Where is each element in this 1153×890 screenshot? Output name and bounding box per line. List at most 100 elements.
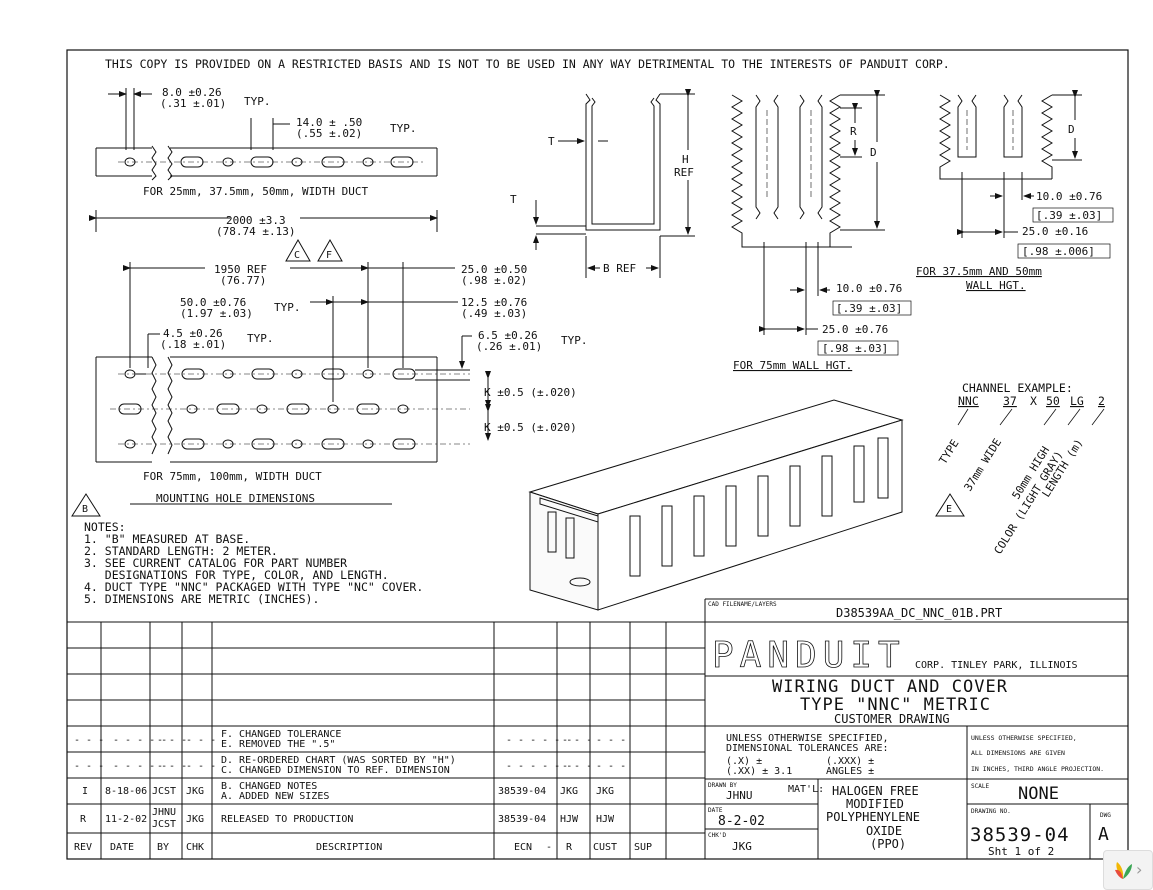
dim-45-typ: TYP. [247, 332, 274, 345]
svg-text:LG: LG [1070, 394, 1084, 408]
note-3: 3. SEE CURRENT CATALOG FOR PART NUMBER [84, 556, 347, 570]
wall375-caption2: WALL HGT. [966, 279, 1026, 292]
svg-text:B: B [82, 504, 88, 515]
svg-text:R: R [80, 814, 87, 825]
svg-text:F. CHANGED TOLERANCE: F. CHANGED TOLERANCE [221, 729, 341, 740]
duct-profile [533, 89, 695, 278]
dim-50-mm: 50.0 ±0.76 [180, 296, 246, 309]
svg-text:50: 50 [1046, 394, 1060, 408]
leaf-logo-icon [1115, 862, 1132, 879]
svg-text:- - -: - - - [157, 735, 187, 746]
profile-h: H [682, 153, 689, 166]
svg-text:JCST: JCST [152, 786, 176, 797]
tag-e: E [935, 493, 965, 517]
spec-3: IN INCHES, THIRD ANGLE PROJECTION. [971, 765, 1104, 773]
wall375-d25-mm: 25.0 ±0.16 [1022, 225, 1088, 238]
channel-title: CHANNEL EXAMPLE: [962, 381, 1073, 395]
svg-text:JCST: JCST [152, 819, 176, 830]
hole-strip-small [95, 88, 438, 181]
note-1: 1. "B" MEASURED AT BASE. [84, 532, 250, 546]
svg-text:C: C [294, 250, 300, 261]
svg-text:- - -: - - - [562, 761, 592, 772]
wall75-d25-in: [.98 ±.03] [822, 342, 888, 355]
svg-text:JKG: JKG [186, 814, 204, 825]
tag-b: B [71, 493, 101, 517]
dim-45-mm: 4.5 ±0.26 [163, 327, 223, 340]
next-page-button[interactable]: › [1103, 850, 1153, 890]
checked-by: JKG [732, 840, 752, 853]
drawing-title-2: TYPE "NNC" METRIC [800, 695, 991, 715]
dwg-size: A [1098, 824, 1109, 845]
wall-75-detail [731, 90, 885, 335]
svg-text:JHNU: JHNU [152, 807, 176, 818]
wall75-caption: FOR 75mm WALL HGT. [733, 359, 852, 372]
dim-1950-in: (76.77) [220, 274, 266, 287]
dim-50-in: (1.97 ±.03) [180, 307, 253, 320]
notes-title: NOTES: [84, 520, 126, 534]
svg-text:- - - - -: - - - - - [113, 735, 167, 746]
revision-header: REV DATE BY CHK DESCRIPTION ECN R CUST S… [74, 842, 652, 853]
dim-65-mm: 6.5 ±0.26 [478, 329, 538, 342]
caption-small-duct: FOR 25mm, 37.5mm, 50mm, WIDTH DUCT [143, 185, 369, 198]
caption-large-duct: FOR 75mm, 100mm, WIDTH DUCT [143, 470, 322, 483]
note-4: 4. DUCT TYPE "NNC" PACKAGED WITH TYPE "N… [84, 580, 423, 594]
wall375-d25-in: [.98 ±.006] [1022, 245, 1095, 258]
svg-text:R: R [566, 842, 573, 853]
svg-text:- - -: - - - [596, 761, 626, 772]
svg-text:- - - - - -: - - - - - - [506, 761, 572, 772]
company-location: CORP. TINLEY PARK, ILLINOIS [915, 660, 1078, 671]
tag-f: F [317, 238, 343, 262]
wall75-d: D [870, 146, 877, 159]
svg-text:HJW: HJW [560, 814, 579, 825]
drawing-date: 8-2-02 [718, 814, 765, 829]
dim-k2: K ±0.5 (±.020) [484, 421, 577, 434]
svg-text:2: 2 [1098, 394, 1105, 408]
tol-head-2: DIMENSIONAL TOLERANCES ARE: [726, 743, 889, 754]
tol-x: (.X) ± [726, 756, 762, 767]
drawing-title-3: CUSTOMER DRAWING [834, 712, 950, 726]
dim-8-mm: 8.0 ±0.26 [162, 86, 222, 99]
drawing-number: 38539-04 [970, 824, 1070, 846]
sheet-border [66, 49, 1129, 860]
svg-text:B. CHANGED NOTES: B. CHANGED NOTES [221, 781, 317, 792]
svg-text:HJW: HJW [596, 814, 615, 825]
revision-row: I 8-18-06 JCST JKG B. CHANGED NOTES A. A… [82, 781, 614, 802]
dim-14-typ: TYP. [390, 122, 417, 135]
svg-text:TYPE: TYPE [937, 437, 962, 466]
dim-1950-mm: 1950 REF [214, 263, 267, 276]
svg-text:DATE: DATE [110, 842, 134, 853]
svg-text:BY: BY [157, 842, 169, 853]
dim-50-typ: TYP. [274, 301, 301, 314]
chevron-right-icon: › [1136, 860, 1143, 879]
svg-text:D. RE-ORDERED CHART (WAS SORTE: D. RE-ORDERED CHART (WAS SORTED BY "H") [221, 755, 456, 766]
svg-text:- - - - - -: - - - - - - [506, 735, 572, 746]
dim-125-mm: 12.5 ±0.76 [461, 296, 527, 309]
scale-label: SCALE [971, 783, 989, 790]
svg-text:E. REMOVED THE ".5": E. REMOVED THE ".5" [221, 739, 335, 750]
material-5: (PPO) [870, 837, 906, 851]
wall375-d10-mm: 10.0 ±0.76 [1036, 190, 1102, 203]
duct-isometric [528, 399, 904, 611]
svg-text:DESCRIPTION: DESCRIPTION [316, 842, 382, 853]
svg-text:JKG: JKG [186, 786, 204, 797]
dim-2000-mm: 2000 ±3.3 [226, 214, 286, 227]
channel-leaders [957, 408, 1105, 426]
tol-xx: (.XX) ± 3.1 [726, 766, 792, 777]
spec-2: ALL DIMENSIONS ARE GIVEN [971, 749, 1065, 757]
svg-text:- - -: - - - [186, 761, 216, 772]
svg-text:NNC: NNC [958, 394, 979, 408]
svg-text:F: F [326, 250, 332, 261]
svg-text:37: 37 [1003, 394, 1017, 408]
drawing-no-label: DRAWING NO. [971, 808, 1011, 815]
scale-value: NONE [1018, 784, 1059, 804]
note-2: 2. STANDARD LENGTH: 2 METER. [84, 544, 278, 558]
channel-legend: TYPE 37mm WIDE 50mm HIGH COLOR (LIGHT GR… [937, 436, 1086, 556]
dim-125-in: (.49 ±.03) [461, 307, 527, 320]
note-5: 5. DIMENSIONS ARE METRIC (INCHES). [84, 592, 319, 606]
dim-14-in: (.55 ±.02) [296, 127, 362, 140]
profile-t2: T [510, 193, 517, 206]
header-separator: - [546, 842, 552, 853]
tol-angles: ANGLES ± [826, 766, 874, 777]
revision-row: R 11-2-02 JHNU JCST JKG RELEASED TO PROD… [80, 807, 615, 830]
